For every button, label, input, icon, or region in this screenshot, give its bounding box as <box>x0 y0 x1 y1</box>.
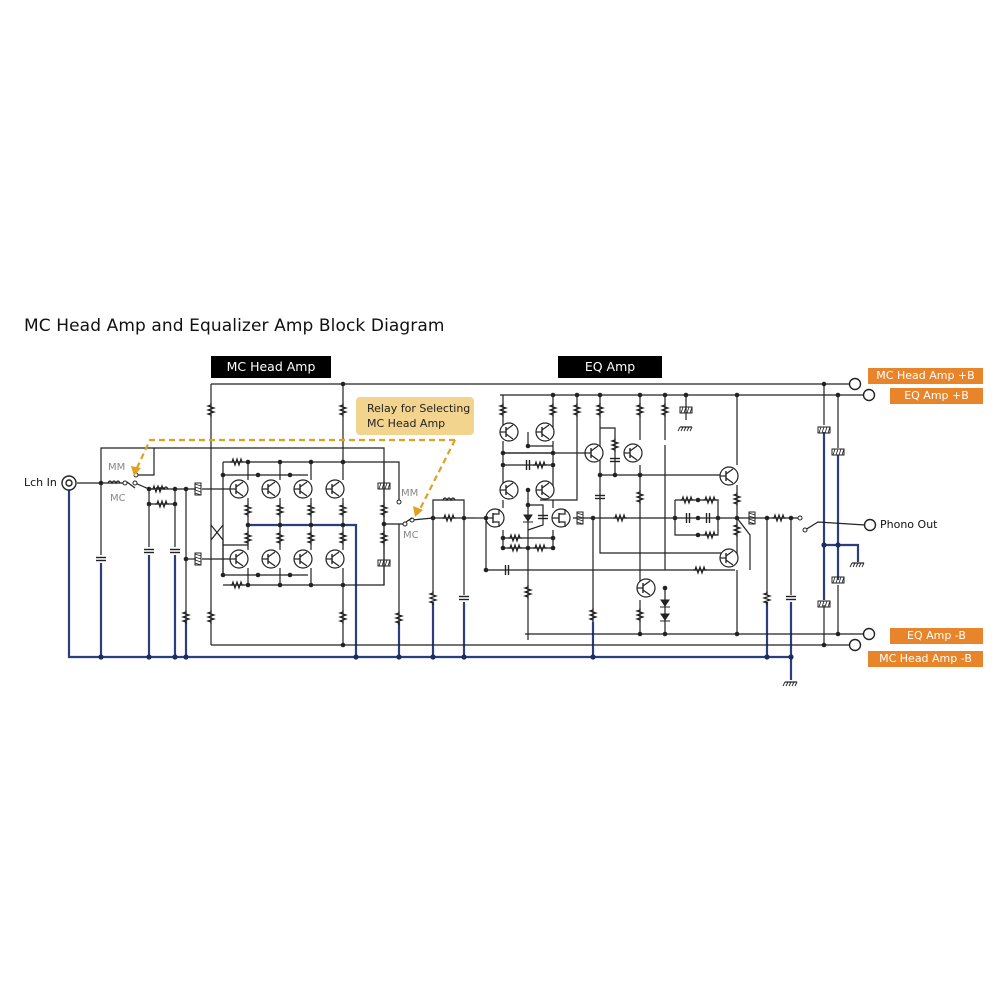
output-label: Phono Out <box>880 518 938 531</box>
relay-callout-line1: Relay for Selecting <box>367 402 471 415</box>
rail-label-mc-head-amp-minus-b: MC Head Amp -B <box>868 651 983 667</box>
diagram-title: MC Head Amp and Equalizer Amp Block Diag… <box>24 316 445 336</box>
mc-head-amp-block-label: MC Head Amp <box>211 356 331 378</box>
input-label: Lch In <box>24 476 57 489</box>
rail-label-eq-amp-minus-b: EQ Amp -B <box>890 628 983 644</box>
output-switch-mc-label: MC <box>403 530 419 541</box>
eq-amp-block-label: EQ Amp <box>558 356 662 378</box>
rail-label-mc-head-amp-plus-b: MC Head Amp +B <box>868 368 983 384</box>
input-switch-mc-label: MC <box>110 493 126 504</box>
relay-callout: Relay for Selecting MC Head Amp <box>356 397 474 435</box>
rail-label-eq-amp-plus-b: EQ Amp +B <box>890 388 983 404</box>
relay-callout-line2: MC Head Amp <box>367 417 446 430</box>
output-switch-mm-label: MM <box>401 488 419 499</box>
input-switch-mm-label: MM <box>108 462 126 473</box>
